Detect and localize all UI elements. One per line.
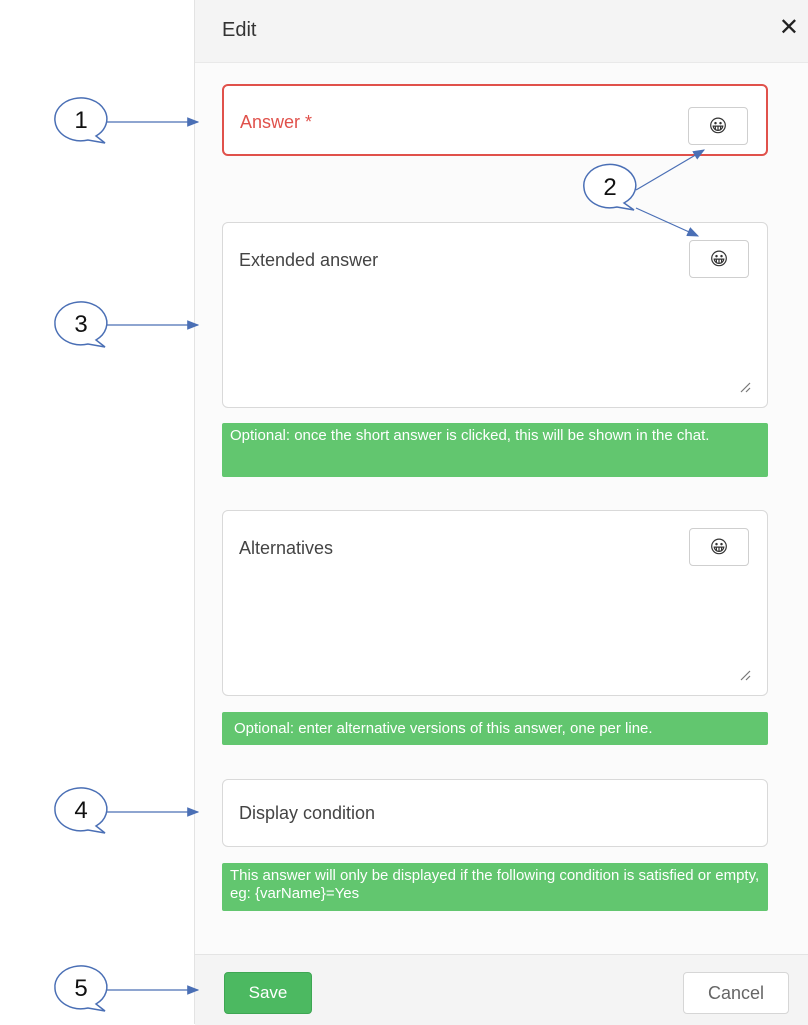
alternatives-label: Alternatives: [239, 538, 334, 558]
extended-answer-hint: Optional: once the short answer is click…: [222, 423, 768, 477]
callout-number: 1: [74, 107, 88, 134]
dialog-title: Edit: [222, 19, 257, 41]
smiley-icon: 😀: [709, 536, 729, 557]
emoji-picker-button[interactable]: 😀: [688, 107, 748, 145]
dialog-footer: Save Cancel: [195, 954, 808, 1025]
answer-input[interactable]: Answer * 😀: [222, 84, 768, 156]
edit-dialog: Edit ✕ Answer * 😀 Extended answer 😀 Opti…: [194, 0, 808, 1025]
emoji-picker-button[interactable]: 😀: [689, 528, 749, 566]
callout-number: 5: [74, 975, 88, 1002]
callout-number: 2: [603, 174, 617, 201]
resize-handle-icon[interactable]: [739, 381, 751, 393]
callout-number: 4: [74, 797, 88, 824]
alternatives-hint: Optional: enter alternative versions of …: [222, 712, 768, 745]
smiley-icon: 😀: [708, 115, 728, 136]
callout-5: 5: [55, 968, 107, 1016]
resize-handle-icon[interactable]: [739, 669, 751, 681]
answer-label: Answer *: [240, 112, 313, 132]
callout-4: 4: [55, 790, 107, 838]
extended-answer-textarea[interactable]: Extended answer 😀: [222, 222, 768, 408]
smiley-icon: 😀: [709, 248, 729, 269]
dialog-header: Edit ✕: [195, 0, 808, 63]
cancel-button[interactable]: Cancel: [683, 972, 789, 1014]
close-icon[interactable]: ✕: [778, 14, 799, 41]
extended-answer-label: Extended answer: [239, 250, 379, 270]
emoji-picker-button[interactable]: 😀: [689, 240, 749, 278]
callout-1: 1: [55, 100, 107, 148]
callout-3: 3: [55, 304, 107, 352]
display-condition-hint: This answer will only be displayed if th…: [222, 863, 768, 911]
callout-2: 2: [584, 167, 636, 215]
display-condition-input[interactable]: Display condition: [222, 779, 768, 847]
save-button[interactable]: Save: [224, 972, 312, 1014]
display-condition-label: Display condition: [239, 803, 376, 823]
callout-number: 3: [74, 311, 88, 338]
alternatives-textarea[interactable]: Alternatives 😀: [222, 510, 768, 696]
